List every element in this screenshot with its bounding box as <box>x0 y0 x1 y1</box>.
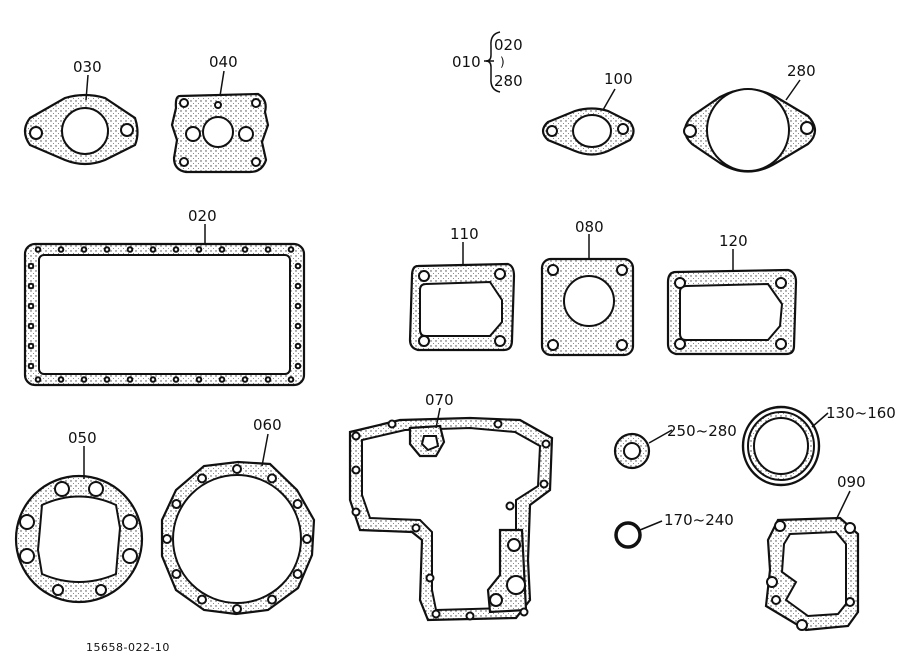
callout-170: 170~240 <box>664 511 734 529</box>
bolt-hole <box>27 262 35 270</box>
bolt-hole <box>287 376 295 383</box>
range-tilde: ) <box>500 55 505 69</box>
bolt-hole <box>292 499 303 509</box>
bolt-hole <box>241 376 249 383</box>
bolt-hole <box>57 246 65 253</box>
bolt-hole <box>218 376 226 383</box>
oil-seal-130 <box>741 405 829 487</box>
bolt-hole <box>57 376 65 383</box>
washer-250 <box>613 429 673 470</box>
bolt-hole <box>294 302 302 310</box>
bolt-hole <box>294 262 302 270</box>
bolt-hole <box>351 431 361 441</box>
gasket-030 <box>23 74 139 166</box>
gasket-090 <box>764 490 860 632</box>
bolt-hole <box>267 594 277 605</box>
bolt-hole <box>294 322 302 330</box>
bolt-hole <box>232 604 242 614</box>
callout-090: 090 <box>837 473 866 491</box>
gasket-070 <box>348 407 554 622</box>
bolt-hole <box>302 534 312 544</box>
bolt-hole <box>387 419 397 429</box>
gasket-110 <box>408 242 516 352</box>
range-bottom-label: 280 <box>494 72 523 90</box>
bolt-hole <box>172 246 180 253</box>
bolt-hole <box>351 507 361 517</box>
bolt-hole <box>218 246 226 253</box>
callout-040: 040 <box>209 53 238 71</box>
bolt-hole <box>267 473 277 484</box>
gasket-120 <box>666 249 798 356</box>
range-main-label: 010 <box>452 53 481 71</box>
bolt-hole <box>264 376 272 383</box>
bolt-hole <box>539 479 549 489</box>
bolt-hole <box>27 362 35 370</box>
diagram-code: 15658-022-10 <box>86 641 170 654</box>
bolt-hole <box>411 523 421 533</box>
bolt-hole <box>294 282 302 290</box>
callout-100: 100 <box>604 70 633 88</box>
bolt-hole <box>264 246 272 253</box>
bolt-hole <box>171 499 182 509</box>
bolt-hole <box>287 246 295 253</box>
bolt-hole <box>351 465 361 475</box>
bolt-hole <box>294 342 302 350</box>
bolt-hole <box>195 376 203 383</box>
bolt-hole <box>493 419 503 429</box>
callout-050: 050 <box>68 429 97 447</box>
bolt-hole <box>162 534 172 544</box>
bolt-hole <box>292 569 303 579</box>
bolt-hole <box>149 376 157 383</box>
gasket-100 <box>541 88 635 156</box>
gasket-020 <box>23 224 306 387</box>
callout-110: 110 <box>450 225 479 243</box>
callout-020: 020 <box>188 207 217 225</box>
callout-030: 030 <box>73 58 102 76</box>
callout-060: 060 <box>253 416 282 434</box>
bolt-hole <box>34 376 42 383</box>
bolt-hole <box>27 282 35 290</box>
bolt-hole <box>126 246 134 253</box>
bolt-hole <box>425 573 435 583</box>
callout-070: 070 <box>425 391 454 409</box>
bolt-hole <box>232 464 242 474</box>
gasket-050 <box>14 446 144 604</box>
bolt-hole <box>34 246 42 253</box>
bolt-hole <box>27 342 35 350</box>
bolt-hole <box>171 569 182 579</box>
bolt-hole <box>519 607 529 617</box>
bolt-hole <box>505 501 515 511</box>
bolt-hole <box>197 594 207 605</box>
callout-120: 120 <box>719 232 748 250</box>
gasket-080 <box>540 234 635 357</box>
bolt-hole <box>195 246 203 253</box>
bolt-hole <box>197 473 207 484</box>
bolt-hole <box>431 609 441 619</box>
bolt-hole <box>126 376 134 383</box>
bolt-hole <box>80 376 88 383</box>
bolt-hole <box>172 376 180 383</box>
bolt-hole <box>294 362 302 370</box>
callout-130: 130~160 <box>826 404 896 422</box>
bolt-hole <box>103 376 111 383</box>
bolt-hole <box>149 246 157 253</box>
callout-080: 080 <box>575 218 604 236</box>
o-ring-170 <box>614 520 663 549</box>
gasket-060 <box>160 433 316 616</box>
bolt-hole <box>241 246 249 253</box>
gasket-280 <box>683 79 817 173</box>
bolt-hole <box>103 246 111 253</box>
gasket-040 <box>170 70 270 174</box>
callout-280: 280 <box>787 62 816 80</box>
bolt-hole <box>80 246 88 253</box>
bolt-hole <box>27 302 35 310</box>
bolt-hole <box>27 322 35 330</box>
range-bracket <box>484 31 501 93</box>
bolt-hole <box>465 611 475 621</box>
range-top-label: 020 <box>494 36 523 54</box>
callout-250: 250~280 <box>667 422 737 440</box>
bolt-hole <box>541 439 551 449</box>
